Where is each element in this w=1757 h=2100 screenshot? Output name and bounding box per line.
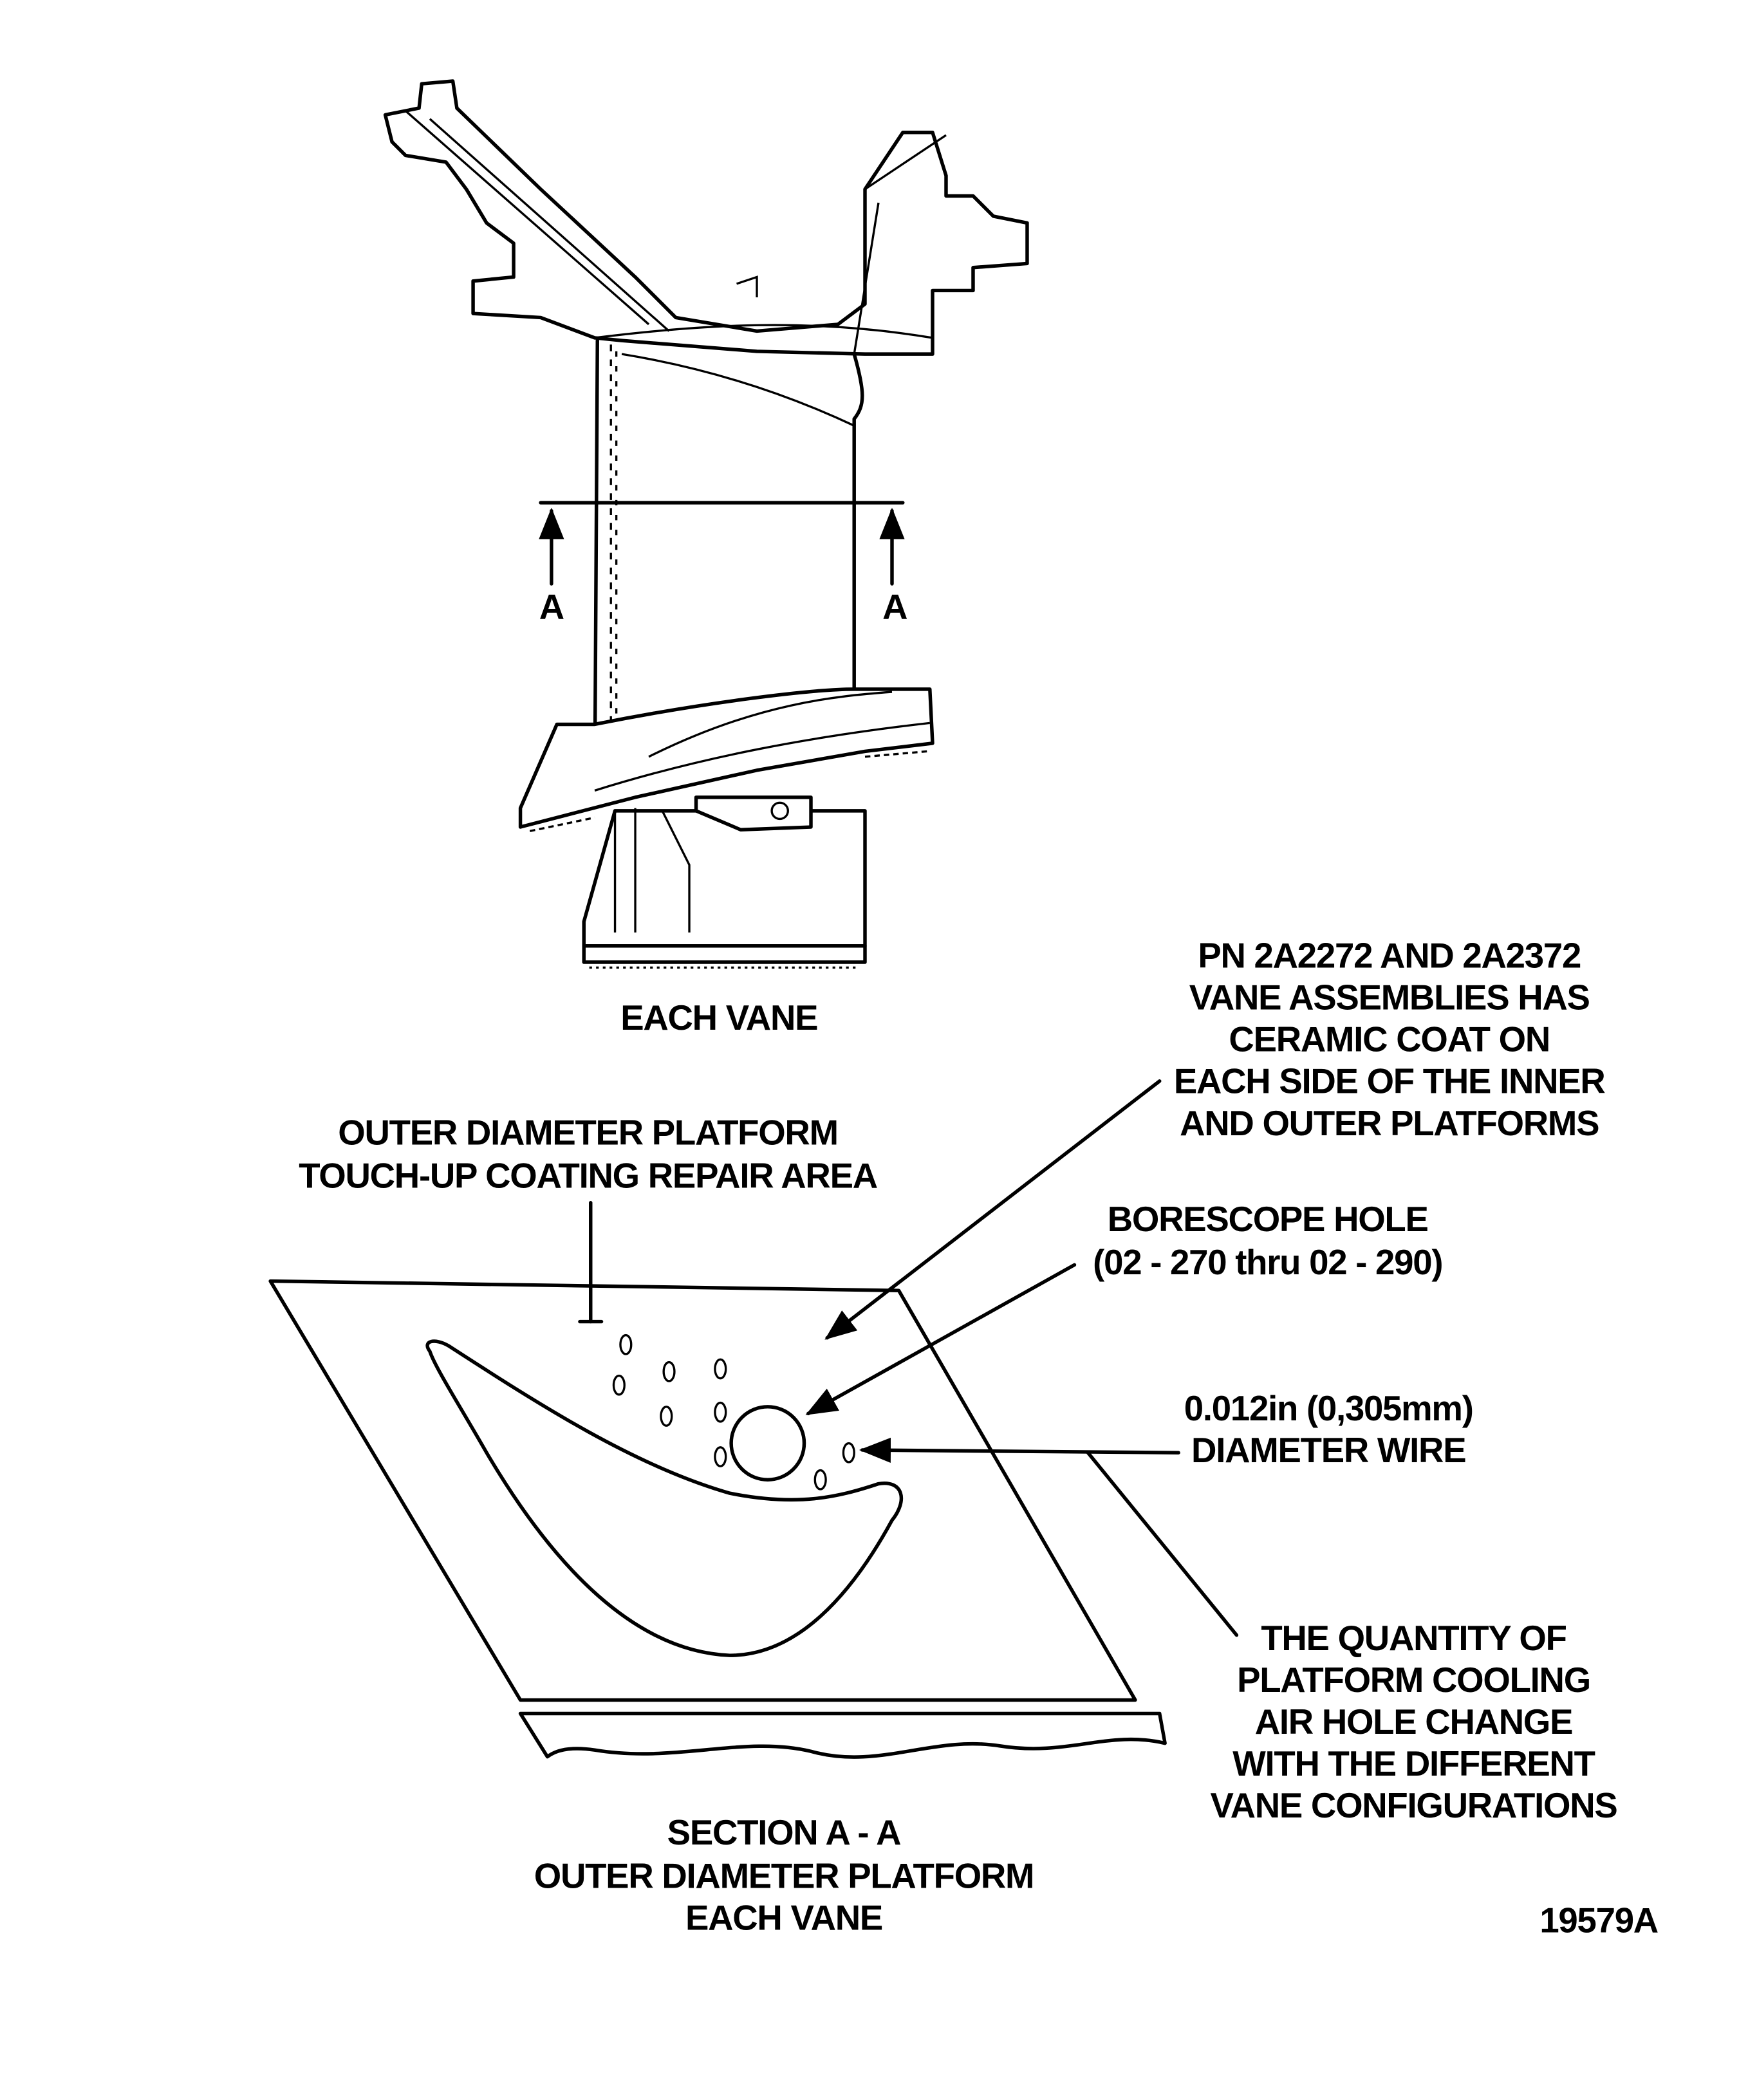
cooling-holes xyxy=(612,1333,855,1491)
svg-text:AIR HOLE CHANGE: AIR HOLE CHANGE xyxy=(1255,1702,1573,1742)
section-label: OUTER DIAMETER PLATFORM xyxy=(534,1856,1034,1895)
section-label: SECTION A - A xyxy=(667,1813,901,1852)
ceramic-coat-note: PN 2A2272 AND 2A2372 VANE ASSEMBLIES HAS… xyxy=(1174,936,1606,1142)
svg-text:0.012in (0,305mm): 0.012in (0,305mm) xyxy=(1184,1389,1473,1428)
borescope-hole xyxy=(729,1405,806,1482)
svg-text:BORESCOPE HOLE: BORESCOPE HOLE xyxy=(1108,1200,1428,1239)
section-mark-right: A xyxy=(882,588,907,627)
cooling-holes-note: THE QUANTITY OF PLATFORM COOLING AIR HOL… xyxy=(1210,1619,1617,1825)
section-line-a-a: A A xyxy=(539,501,908,627)
svg-text:VANE CONFIGURATIONS: VANE CONFIGURATIONS xyxy=(1210,1786,1617,1825)
svg-text:PN 2A2272 AND 2A2372: PN 2A2272 AND 2A2372 xyxy=(1198,936,1581,975)
section-label: EACH VANE xyxy=(685,1898,882,1937)
svg-text:CERAMIC COAT ON: CERAMIC COAT ON xyxy=(1229,1020,1550,1059)
borescope-note: BORESCOPE HOLE (02 - 270 thru 02 - 290) xyxy=(1093,1200,1443,1282)
section-view: SECTION A - A OUTER DIAMETER PLATFORM EA… xyxy=(268,1079,1239,1937)
touch-up-note: OUTER DIAMETER PLATFORM TOUCH-UP COATING… xyxy=(299,1113,878,1196)
svg-text:WITH THE DIFFERENT: WITH THE DIFFERENT xyxy=(1232,1744,1595,1783)
svg-text:DIAMETER WIRE: DIAMETER WIRE xyxy=(1191,1431,1465,1470)
each-vane-label: EACH VANE xyxy=(620,998,817,1037)
svg-text:VANE ASSEMBLIES HAS: VANE ASSEMBLIES HAS xyxy=(1189,978,1590,1017)
figure-number: 19579A xyxy=(1539,1901,1658,1940)
airfoil-section xyxy=(425,1339,904,1657)
svg-text:OUTER DIAMETER PLATFORM: OUTER DIAMETER PLATFORM xyxy=(338,1113,838,1152)
section-mark-left: A xyxy=(539,588,564,627)
svg-text:THE QUANTITY OF: THE QUANTITY OF xyxy=(1261,1619,1566,1658)
svg-text:TOUCH-UP COATING REPAIR AREA: TOUCH-UP COATING REPAIR AREA xyxy=(299,1157,877,1196)
vane-drawing: A A EACH VANE xyxy=(383,79,1029,1037)
cooling-hole-row xyxy=(609,344,618,770)
svg-text:PLATFORM COOLING: PLATFORM COOLING xyxy=(1237,1660,1590,1700)
svg-text:(02 - 270 thru 02 - 290): (02 - 270 thru 02 - 290) xyxy=(1093,1243,1442,1282)
svg-text:AND OUTER PLATFORMS: AND OUTER PLATFORMS xyxy=(1180,1104,1599,1143)
svg-text:EACH SIDE OF THE INNER: EACH SIDE OF THE INNER xyxy=(1174,1062,1606,1101)
wire-note: 0.012in (0,305mm) DIAMETER WIRE xyxy=(1184,1389,1474,1470)
